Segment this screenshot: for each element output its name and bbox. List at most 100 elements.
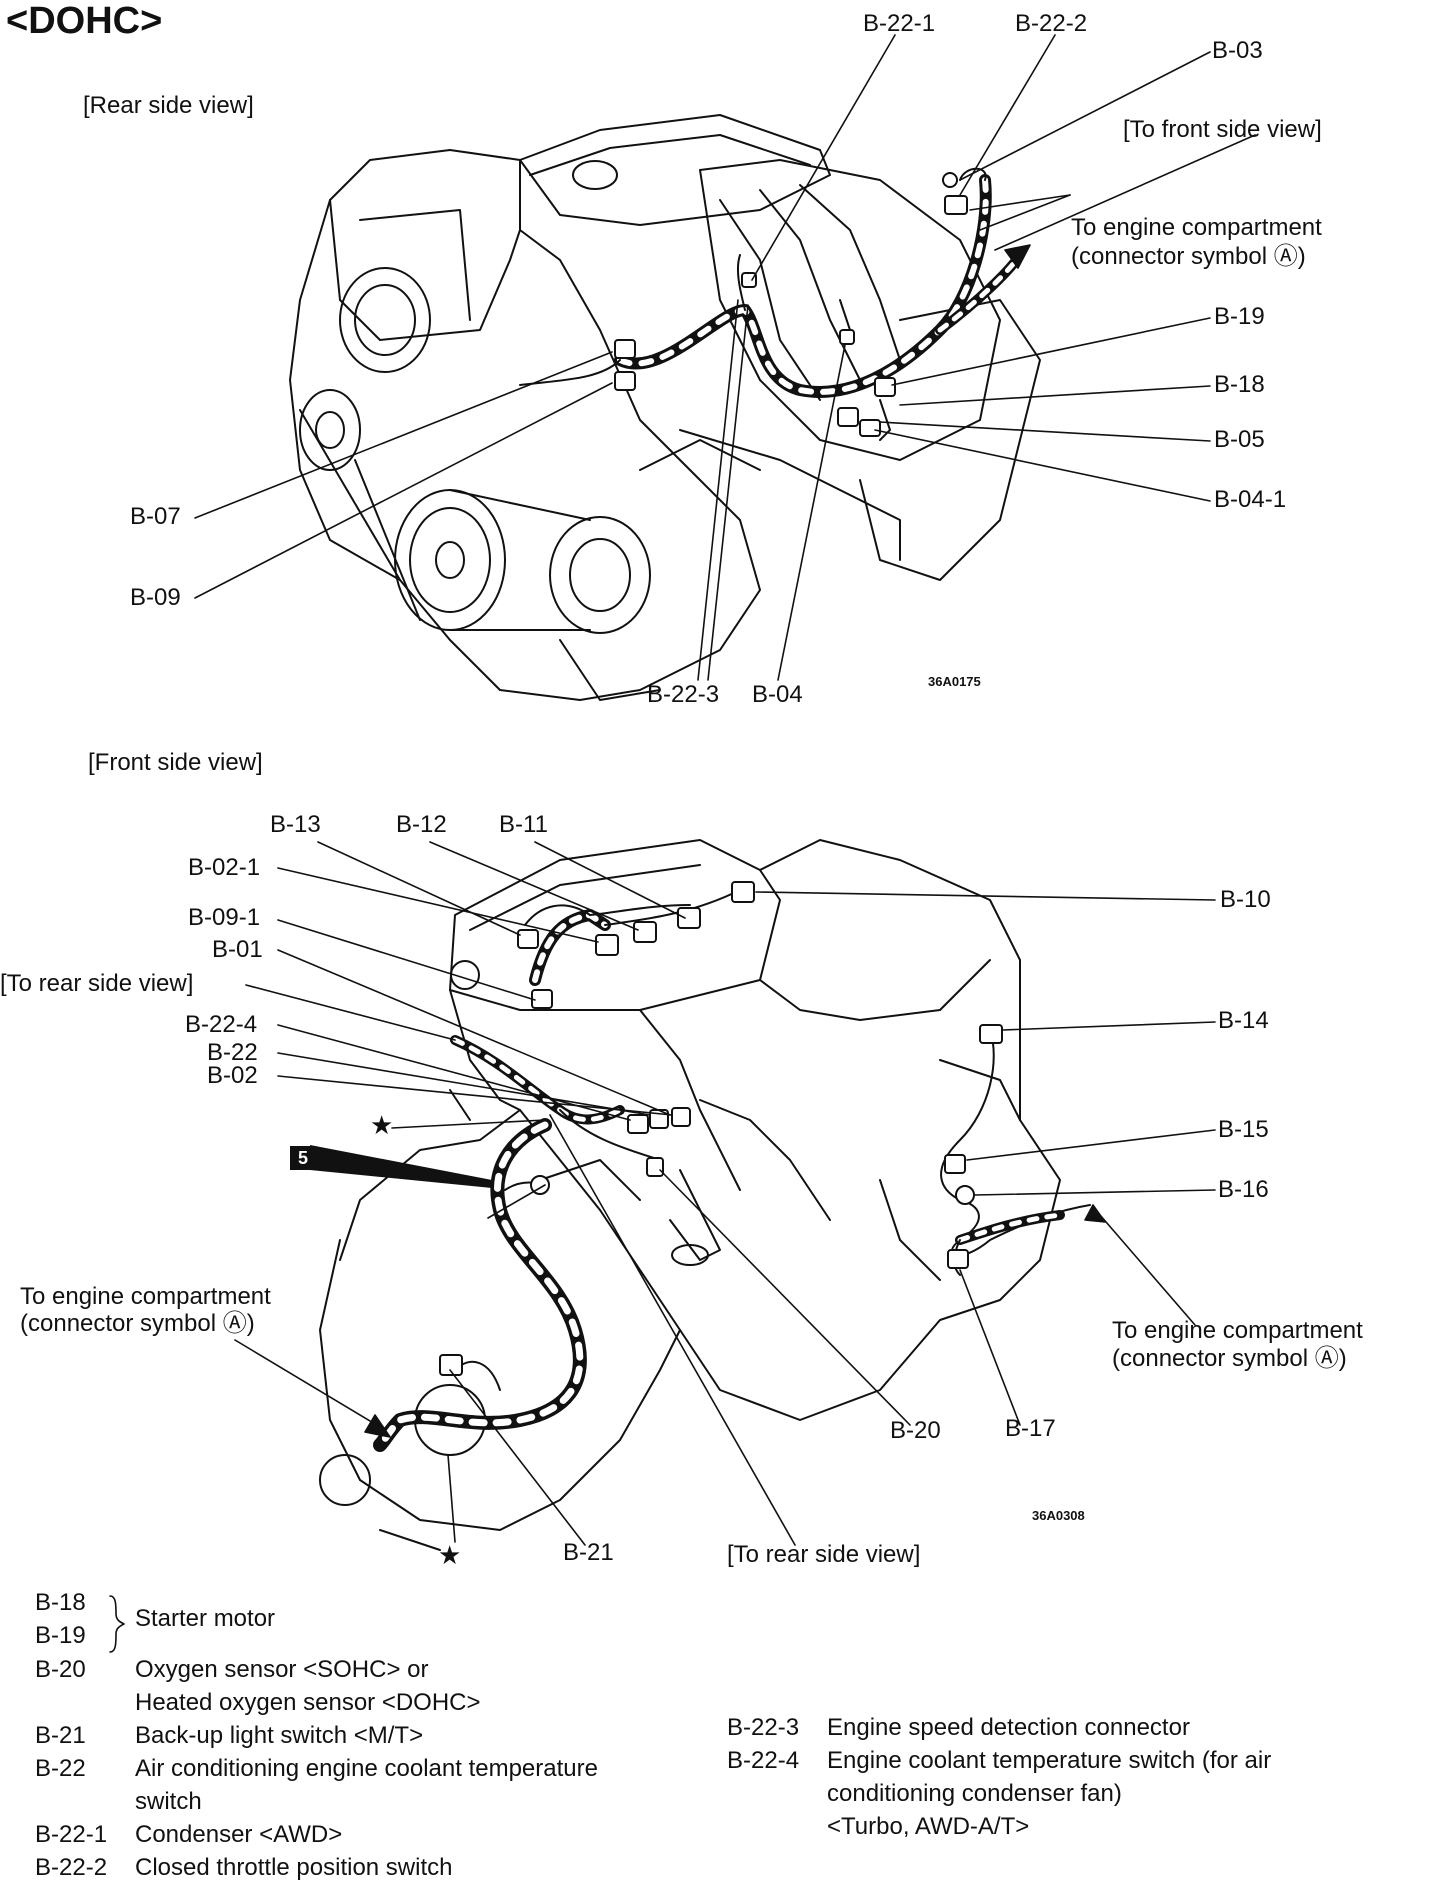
legend-row-b22-1: B-22-1 bbox=[35, 1821, 107, 1849]
legend-code: B-22 bbox=[35, 1755, 86, 1782]
connector-b19 bbox=[874, 377, 896, 397]
legend-desc-b22-4-cont: conditioning condenser fan) bbox=[827, 1780, 1122, 1807]
label-b05: B-05 bbox=[1214, 426, 1265, 453]
legend-row-b22-3: B-22-3 bbox=[727, 1714, 799, 1742]
label-b15: B-15 bbox=[1218, 1116, 1269, 1143]
legend-row-b22-2: B-22-2 bbox=[35, 1854, 107, 1882]
legend-row-b21: B-21 bbox=[35, 1722, 86, 1750]
label-b02-1: B-02-1 bbox=[188, 854, 261, 881]
legend-desc-b22-2: Closed throttle position switch bbox=[135, 1854, 453, 1881]
rear-figure-code: 36A0175 bbox=[928, 674, 981, 689]
rear-connectors bbox=[614, 172, 968, 437]
front-wiring-harness bbox=[373, 889, 1091, 1452]
label-b02: B-02 bbox=[207, 1062, 258, 1089]
legend-desc-b22: Air conditioning engine coolant temperat… bbox=[135, 1755, 598, 1782]
label-b07: B-07 bbox=[130, 503, 181, 530]
legend-row-b22: B-22 bbox=[35, 1755, 86, 1783]
legend-code: B-21 bbox=[35, 1722, 86, 1749]
legend-desc-b22-cont: switch bbox=[135, 1788, 202, 1815]
connector-b09-1 bbox=[531, 989, 553, 1009]
connector-b15 bbox=[944, 1154, 966, 1174]
rear-engine-comp-line2: (connector symbol Ⓐ) bbox=[1071, 243, 1306, 270]
front-engine-comp-left-line2: (connector symbol Ⓐ) bbox=[20, 1310, 255, 1337]
front-figure-code: 36A0308 bbox=[1032, 1508, 1085, 1523]
rear-leader-lines bbox=[194, 34, 1256, 681]
label-b21: B-21 bbox=[563, 1539, 614, 1566]
front-engine-comp-right-line2: (connector symbol Ⓐ) bbox=[1112, 1345, 1347, 1372]
connector-b04-1 bbox=[859, 419, 881, 437]
label-b22: B-22 bbox=[207, 1039, 258, 1066]
connector-b02-1 bbox=[595, 934, 619, 956]
legend-starter-motor: Starter motor bbox=[135, 1605, 276, 1632]
front-engine-comp-left-line1: To engine compartment bbox=[20, 1283, 271, 1310]
legend-desc-b20: Oxygen sensor <SOHC> or bbox=[135, 1656, 429, 1683]
connector-b05 bbox=[837, 407, 859, 427]
connector-b10 bbox=[731, 881, 755, 903]
connector-b22-1 bbox=[741, 272, 757, 288]
page-title: <DOHC> bbox=[6, 0, 163, 42]
legend-brace bbox=[109, 1595, 125, 1653]
connector-b14 bbox=[979, 1024, 1003, 1044]
connector-b22-2 bbox=[944, 195, 968, 215]
legend-desc-b22-1: Condenser <AWD> bbox=[135, 1821, 343, 1848]
legend-desc-b21: Back-up light switch <M/T> bbox=[135, 1722, 424, 1749]
front-engine-comp-right-line1: To engine compartment bbox=[1112, 1317, 1363, 1344]
front-leader-lines bbox=[234, 841, 1216, 1546]
label-b13: B-13 bbox=[270, 811, 321, 838]
label-b09: B-09 bbox=[130, 584, 181, 611]
legend-code: B-22-1 bbox=[35, 1821, 108, 1848]
label-b14: B-14 bbox=[1218, 1007, 1269, 1034]
label-b01: B-01 bbox=[212, 936, 263, 963]
label-b03: B-03 bbox=[1212, 37, 1263, 64]
label-b22-1: B-22-1 bbox=[863, 10, 936, 37]
star-marker-top: ★ bbox=[370, 1110, 394, 1140]
legend-code: B-18 bbox=[35, 1589, 86, 1616]
legend-desc-b22-4-note: <Turbo, AWD-A/T> bbox=[827, 1813, 1030, 1840]
front-to-rear-left: [To rear side view] bbox=[0, 970, 194, 997]
rear-to-front-label: [To front side view] bbox=[1123, 116, 1322, 143]
label-b09-1: B-09-1 bbox=[188, 904, 261, 931]
legend-desc-b22-4: Engine coolant temperature switch (for a… bbox=[827, 1747, 1272, 1774]
connector-b04 bbox=[839, 329, 855, 345]
connector-b09 bbox=[614, 371, 636, 391]
legend-row-b18: B-18 bbox=[35, 1589, 86, 1617]
connector-b17 bbox=[947, 1249, 969, 1269]
legend-desc-b22-3: Engine speed detection connector bbox=[827, 1714, 1190, 1741]
connector-b13 bbox=[517, 929, 539, 949]
callout-5-wedge bbox=[310, 1145, 492, 1188]
connector-b11 bbox=[677, 907, 701, 929]
front-engine-illustration bbox=[319, 839, 1061, 1551]
connector-b03 bbox=[942, 172, 958, 188]
label-b11: B-11 bbox=[499, 811, 548, 838]
front-connectors bbox=[439, 881, 1003, 1376]
connector-b20 bbox=[646, 1157, 664, 1177]
label-b19: B-19 bbox=[1214, 303, 1265, 330]
connector-b12 bbox=[633, 921, 657, 943]
connector-b21 bbox=[439, 1354, 463, 1376]
legend-row-b20: B-20 bbox=[35, 1656, 86, 1684]
legend-code: B-22-4 bbox=[727, 1747, 800, 1774]
legend-row-b22-4: B-22-4 bbox=[727, 1747, 799, 1775]
label-b04-1: B-04-1 bbox=[1214, 486, 1287, 513]
front-view-heading: [Front side view] bbox=[88, 749, 263, 776]
legend-code: B-22-2 bbox=[35, 1854, 108, 1881]
rear-view-heading: [Rear side view] bbox=[83, 92, 254, 119]
label-b04: B-04 bbox=[752, 681, 803, 708]
label-b12: B-12 bbox=[396, 811, 447, 838]
label-b22-4: B-22-4 bbox=[185, 1011, 258, 1038]
legend-row-b19: B-19 bbox=[35, 1622, 86, 1650]
legend-desc-b20-cont: Heated oxygen sensor <DOHC> bbox=[135, 1689, 481, 1716]
label-b17: B-17 bbox=[1005, 1415, 1056, 1442]
star-marker-bottom: ★ bbox=[438, 1540, 462, 1570]
label-b16: B-16 bbox=[1218, 1176, 1269, 1203]
legend-code: B-19 bbox=[35, 1622, 86, 1649]
label-b10: B-10 bbox=[1220, 886, 1271, 913]
legend-code: B-20 bbox=[35, 1656, 86, 1683]
connector-b16 bbox=[955, 1185, 975, 1205]
label-b20: B-20 bbox=[890, 1417, 941, 1444]
label-b22-3: B-22-3 bbox=[647, 681, 720, 708]
callout-5-box: 5 bbox=[290, 1146, 316, 1170]
rear-engine-comp-line1: To engine compartment bbox=[1071, 214, 1322, 241]
connector-b07 bbox=[614, 339, 636, 359]
